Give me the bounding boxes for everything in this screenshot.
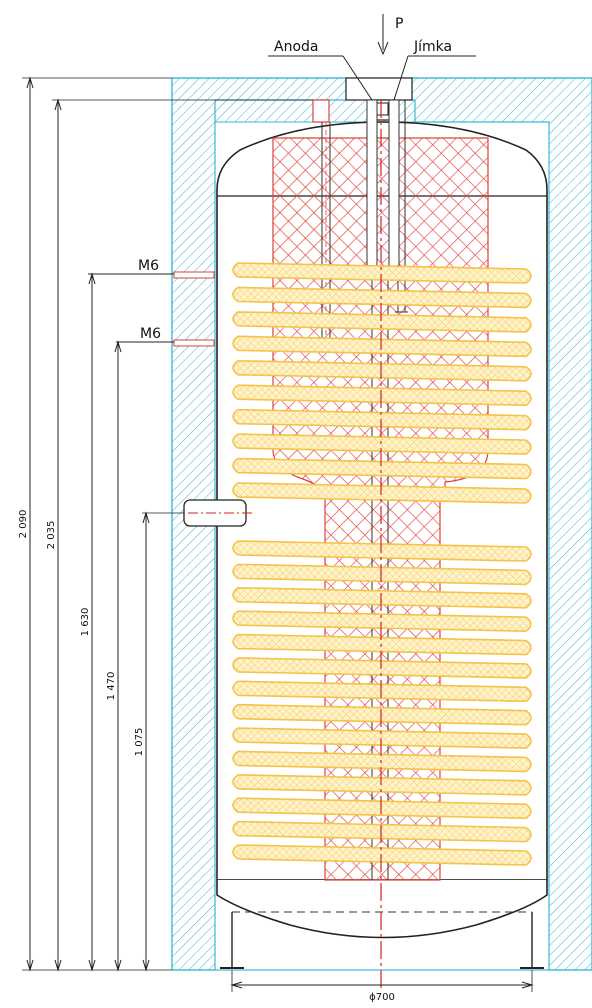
coil-turn-lower xyxy=(232,774,532,796)
heat-exchanger-coils xyxy=(232,262,532,866)
coil-turn-upper xyxy=(232,384,532,407)
port-lower-sensor xyxy=(173,339,215,347)
coil-turn-lower xyxy=(232,586,532,609)
side-ports xyxy=(173,271,254,527)
coil-turn-upper xyxy=(232,433,532,455)
coil-turn-upper xyxy=(232,311,532,333)
port-lower-label: M6 xyxy=(140,326,161,342)
top-callouts: P Anoda Jímka xyxy=(268,14,476,101)
coil-turn-upper xyxy=(232,457,532,480)
coil-turn-lower xyxy=(232,563,532,586)
pressure-label: P xyxy=(395,16,403,32)
port-upper-sensor xyxy=(173,271,215,279)
coil-turn-upper xyxy=(232,482,532,504)
anode-label: Anoda xyxy=(274,39,318,55)
diameter-dimension: ϕ700 xyxy=(230,970,534,1003)
coil-turn-lower xyxy=(232,633,532,656)
sleeve-label: Jímka xyxy=(413,39,452,55)
port-upper-label: M6 xyxy=(138,258,159,274)
dim-diameter: ϕ700 xyxy=(369,992,395,1003)
coil-turn-lower xyxy=(232,540,532,562)
sensor-sleeve xyxy=(388,99,400,267)
dim-lower-port: 1 470 xyxy=(106,672,117,701)
dim-total-height: 2 090 xyxy=(18,510,29,539)
coil-turn-lower xyxy=(232,703,532,726)
coil-turn-upper xyxy=(232,335,532,358)
coil-turn-lower xyxy=(232,844,532,866)
coil-turn-upper xyxy=(232,286,532,309)
coil-turn-lower xyxy=(232,680,532,703)
dim-upper-outlet: 2 035 xyxy=(46,521,57,550)
tank-bottom-dome xyxy=(216,880,548,939)
height-dimensions: 2 090 2 035 1 630 1 470 1 075 xyxy=(18,76,313,972)
coil-turn-lower xyxy=(232,820,532,843)
port-labels: M6 M6 xyxy=(88,258,174,343)
coil-turn-upper xyxy=(232,262,532,284)
coil-turn-lower xyxy=(232,797,532,820)
anode-rod xyxy=(366,99,378,267)
coil-turn-upper xyxy=(232,359,532,382)
coil-turn-lower xyxy=(232,750,532,773)
coil-turn-lower xyxy=(232,657,532,679)
dim-upper-port: 1 630 xyxy=(80,608,91,637)
coil-turn-upper xyxy=(232,408,532,431)
dim-inlet: 1 075 xyxy=(134,728,145,757)
coil-turn-lower xyxy=(232,727,532,749)
coil-turn-lower xyxy=(232,610,532,632)
